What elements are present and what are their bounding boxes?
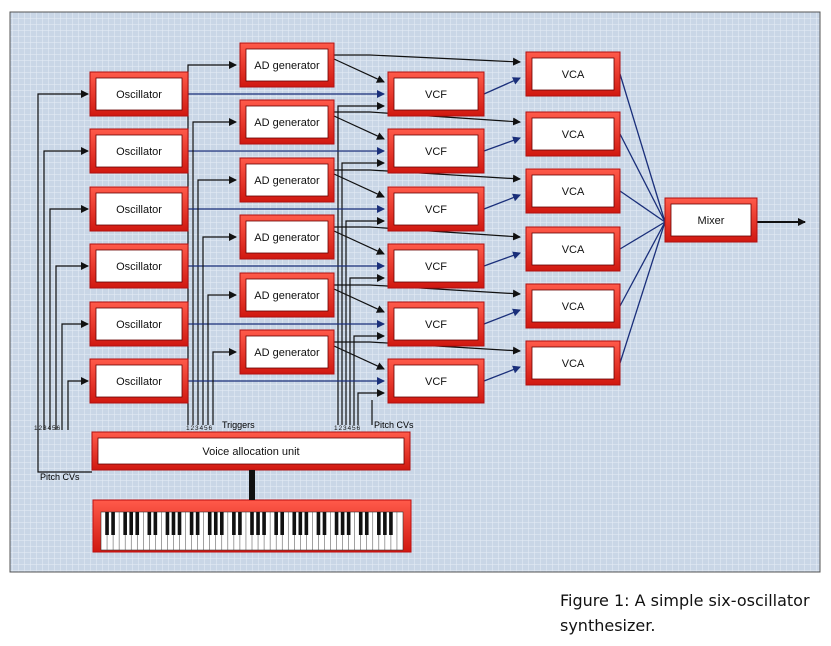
vcf-1-label: VCF bbox=[425, 89, 447, 101]
vcf-5-label: VCF bbox=[425, 319, 447, 331]
oscillator-1: Oscillator bbox=[89, 71, 189, 117]
vcf-3-label: VCF bbox=[425, 204, 447, 216]
line-number-left-5: 5 bbox=[52, 425, 56, 432]
vcf-6: VCF bbox=[387, 358, 485, 404]
ad-generator-2-label: AD generator bbox=[254, 117, 320, 129]
line-number-pitch-4: 4 bbox=[348, 425, 352, 432]
vca-2: VCA bbox=[525, 111, 621, 157]
ad-generator-6: AD generator bbox=[239, 329, 335, 375]
oscillator-4: Oscillator bbox=[89, 243, 189, 289]
signal-wires bbox=[37, 54, 806, 473]
vca-6: VCA bbox=[525, 340, 621, 386]
ad-generator-1-label: AD generator bbox=[254, 60, 320, 72]
line-number-trig-5: 5 bbox=[204, 425, 208, 432]
caption-line-2: synthesizer. bbox=[560, 616, 656, 635]
vca-4: VCA bbox=[525, 226, 621, 272]
line-number-left-2: 2 bbox=[39, 425, 43, 432]
line-number-trig-6: 6 bbox=[209, 425, 213, 432]
vca-5-label: VCA bbox=[562, 301, 585, 313]
oscillator-1-label: Oscillator bbox=[116, 89, 162, 101]
oscillator-3-label: Oscillator bbox=[116, 204, 162, 216]
line-number-pitch-3: 3 bbox=[343, 425, 347, 432]
pitch-cvs-right-label: Pitch CVs bbox=[374, 420, 414, 430]
line-number-trig-2: 2 bbox=[191, 425, 195, 432]
ad-generator-5: AD generator bbox=[239, 272, 335, 318]
line-number-trig-3: 3 bbox=[195, 425, 199, 432]
line-number-trig-4: 4 bbox=[200, 425, 204, 432]
line-number-left-1: 1 bbox=[34, 425, 38, 432]
vca-3: VCA bbox=[525, 168, 621, 214]
vca-1-label: VCA bbox=[562, 69, 585, 81]
caption-line-1: Figure 1: A simple six-oscillator bbox=[560, 591, 810, 610]
vca-1: VCA bbox=[525, 51, 621, 97]
vca-3-label: VCA bbox=[562, 186, 585, 198]
line-number-pitch-1: 1 bbox=[334, 425, 338, 432]
ad-generator-2: AD generator bbox=[239, 99, 335, 145]
oscillator-2-label: Oscillator bbox=[116, 146, 162, 158]
ad-generator-3: AD generator bbox=[239, 157, 335, 203]
vca-2-label: VCA bbox=[562, 129, 585, 141]
keyboard bbox=[92, 499, 412, 553]
oscillator-5: Oscillator bbox=[89, 301, 189, 347]
line-number-pitch-5: 5 bbox=[352, 425, 356, 432]
ad-generator-1: AD generator bbox=[239, 42, 335, 88]
keyboard-connector bbox=[249, 470, 255, 500]
line-number-trig-1: 1 bbox=[186, 425, 190, 432]
oscillator-3: Oscillator bbox=[89, 186, 189, 232]
vca-6-label: VCA bbox=[562, 358, 585, 370]
voice-allocation-unit-label: Voice allocation unit bbox=[202, 446, 299, 458]
voice-allocation-unit: Voice allocation unit bbox=[91, 431, 411, 471]
line-number-pitch-6: 6 bbox=[357, 425, 361, 432]
keyboard-keys bbox=[100, 511, 404, 551]
mixer: Mixer bbox=[664, 197, 758, 243]
vcf-1: VCF bbox=[387, 71, 485, 117]
vcf-2-label: VCF bbox=[425, 146, 447, 158]
vca-4-label: VCA bbox=[562, 244, 585, 256]
line-number-left-6: 6 bbox=[57, 425, 61, 432]
oscillator-4-label: Oscillator bbox=[116, 261, 162, 273]
ad-generator-4-label: AD generator bbox=[254, 232, 320, 244]
ad-generator-6-label: AD generator bbox=[254, 347, 320, 359]
oscillator-5-label: Oscillator bbox=[116, 319, 162, 331]
triggers-label: Triggers bbox=[222, 420, 255, 430]
oscillator-6: Oscillator bbox=[89, 358, 189, 404]
oscillator-2: Oscillator bbox=[89, 128, 189, 174]
vcf-4-label: VCF bbox=[425, 261, 447, 273]
line-number-left-3: 3 bbox=[43, 425, 47, 432]
line-number-pitch-2: 2 bbox=[339, 425, 343, 432]
oscillator-6-label: Oscillator bbox=[116, 376, 162, 388]
vcf-5: VCF bbox=[387, 301, 485, 347]
pitch-cvs-left-label: Pitch CVs bbox=[40, 472, 80, 482]
vcf-3: VCF bbox=[387, 186, 485, 232]
vcf-4: VCF bbox=[387, 243, 485, 289]
ad-generator-3-label: AD generator bbox=[254, 175, 320, 187]
ad-generator-4: AD generator bbox=[239, 214, 335, 260]
figure-caption: Figure 1: A simple six-oscillator synthe… bbox=[560, 588, 810, 638]
vcf-2: VCF bbox=[387, 128, 485, 174]
vcf-6-label: VCF bbox=[425, 376, 447, 388]
mixer-label: Mixer bbox=[698, 215, 725, 227]
vca-5: VCA bbox=[525, 283, 621, 329]
line-number-left-4: 4 bbox=[48, 425, 52, 432]
ad-generator-5-label: AD generator bbox=[254, 290, 320, 302]
